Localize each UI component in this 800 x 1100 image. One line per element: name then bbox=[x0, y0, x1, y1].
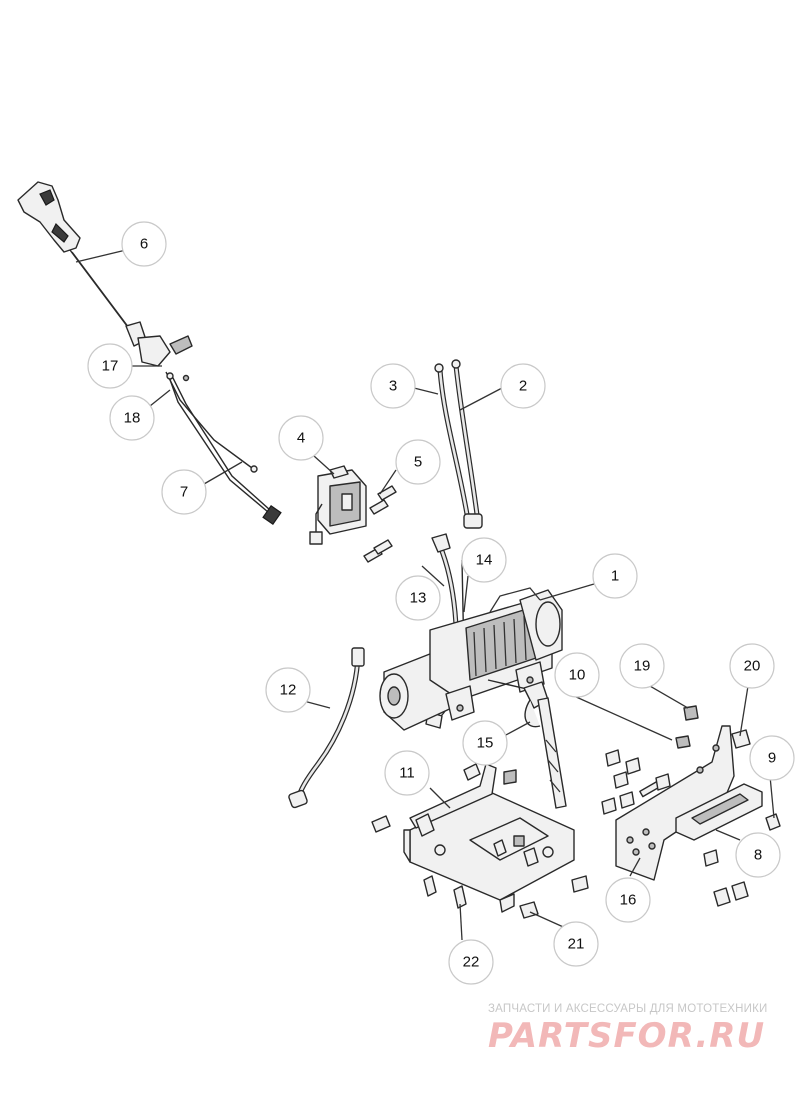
contactor-screws-part bbox=[363, 485, 397, 563]
svg-text:17: 17 bbox=[102, 358, 119, 375]
callout-12: 12 bbox=[265, 667, 311, 713]
remote-control-part bbox=[17, 181, 193, 367]
callout-4: 4 bbox=[278, 415, 324, 461]
remote-harness-part bbox=[165, 371, 282, 526]
callout-2: 2 bbox=[500, 363, 546, 409]
callout-20: 20 bbox=[729, 643, 775, 689]
callout-15: 15 bbox=[462, 720, 508, 766]
winch-assembly-part bbox=[379, 587, 563, 731]
side-bracket-part bbox=[601, 725, 735, 881]
callout-1: 1 bbox=[592, 553, 638, 599]
svg-text:15: 15 bbox=[477, 735, 494, 752]
svg-text:20: 20 bbox=[744, 658, 761, 675]
callout-22: 22 bbox=[448, 939, 494, 985]
svg-text:2: 2 bbox=[519, 378, 527, 395]
callout-9: 9 bbox=[749, 735, 795, 781]
fairlead-part bbox=[675, 783, 763, 907]
leader-lines bbox=[75, 249, 775, 941]
svg-text:10: 10 bbox=[569, 667, 586, 684]
svg-text:12: 12 bbox=[280, 682, 297, 699]
svg-text:16: 16 bbox=[620, 892, 637, 909]
svg-text:13: 13 bbox=[410, 590, 427, 607]
ground-cable-part bbox=[288, 647, 365, 809]
callout-21: 21 bbox=[553, 921, 599, 967]
hook-strap-part bbox=[487, 679, 567, 809]
callout-7: 7 bbox=[161, 469, 207, 515]
svg-text:22: 22 bbox=[463, 954, 480, 971]
svg-text:4: 4 bbox=[297, 430, 305, 447]
callout-13: 13 bbox=[395, 575, 441, 621]
callout-11: 11 bbox=[384, 750, 430, 796]
callout-19: 19 bbox=[619, 643, 665, 689]
svg-text:6: 6 bbox=[140, 236, 148, 253]
callout-17: 17 bbox=[87, 343, 133, 389]
watermark-tagline: ЗАПЧАСТИ И АКСЕССУАРЫ ДЛЯ МОТОТЕХНИКИ bbox=[488, 1003, 768, 1015]
callout-10: 10 bbox=[554, 652, 600, 698]
callout-5: 5 bbox=[395, 439, 441, 485]
svg-text:9: 9 bbox=[768, 750, 776, 767]
svg-text:3: 3 bbox=[389, 378, 397, 395]
svg-text:14: 14 bbox=[476, 552, 493, 569]
svg-text:18: 18 bbox=[124, 410, 141, 427]
svg-text:5: 5 bbox=[414, 454, 422, 471]
svg-text:1: 1 bbox=[611, 568, 619, 585]
callout-18: 18 bbox=[109, 395, 155, 441]
mounting-plate-part bbox=[371, 763, 589, 919]
callout-14: 14 bbox=[461, 537, 507, 583]
svg-text:21: 21 bbox=[568, 936, 585, 953]
small-hardware-part bbox=[675, 705, 781, 831]
svg-text:7: 7 bbox=[180, 484, 188, 501]
svg-text:19: 19 bbox=[634, 658, 651, 675]
callout-6: 6 bbox=[121, 221, 167, 267]
callout-16: 16 bbox=[605, 877, 651, 923]
watermark-logo: PARTSFOR.RU bbox=[488, 1016, 766, 1056]
contactor-part bbox=[309, 465, 367, 545]
callout-3: 3 bbox=[370, 363, 416, 409]
svg-text:11: 11 bbox=[399, 765, 415, 782]
battery-cables-part bbox=[434, 359, 483, 529]
callout-8: 8 bbox=[735, 832, 781, 878]
svg-text:8: 8 bbox=[754, 847, 762, 864]
